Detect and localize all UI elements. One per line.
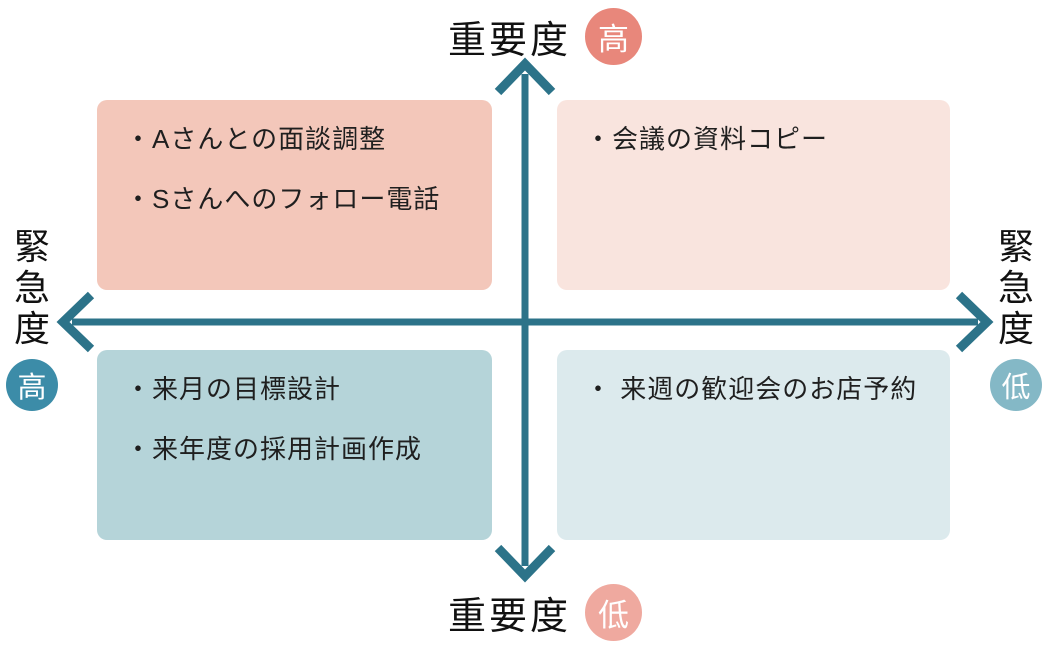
urgency-label: 緊急度 xyxy=(997,226,1034,349)
quadrant-important-urgent: ・Aさんとの面談調整 ・Sさんへのフォロー電話 xyxy=(97,100,492,290)
importance-high-badge: 高 xyxy=(585,8,643,65)
task-item: ・Sさんへのフォロー電話 xyxy=(125,184,441,214)
task-item: ・来年度の採用計画作成 xyxy=(125,434,423,464)
importance-label: 重要度 xyxy=(448,20,572,62)
arrow-left-icon xyxy=(56,291,95,353)
axis-label-importance-bottom: 重要度 低 xyxy=(448,584,643,641)
importance-low-badge: 低 xyxy=(585,584,643,641)
quadrant-not-important-urgent: ・来月の目標設計 ・来年度の採用計画作成 xyxy=(97,350,492,540)
quadrant-not-important-not-urgent: ・ 来週の歓迎会のお店予約 xyxy=(557,350,950,540)
urgency-high-badge: 高 xyxy=(6,359,58,411)
urgency-label: 緊急度 xyxy=(13,226,50,349)
task-item: ・来月の目標設計 xyxy=(125,374,342,404)
task-item: ・会議の資料コピー xyxy=(585,124,829,154)
task-item: ・ 来週の歓迎会のお店予約 xyxy=(585,374,918,404)
axis-label-urgency-right: 緊急度 低 xyxy=(990,226,1042,411)
arrow-up-icon xyxy=(494,57,556,96)
importance-label: 重要度 xyxy=(448,596,572,638)
quadrant-important-not-urgent: ・会議の資料コピー xyxy=(557,100,950,290)
axis-label-urgency-left: 緊急度 高 xyxy=(6,226,58,411)
task-item: ・Aさんとの面談調整 xyxy=(125,124,387,154)
urgency-low-badge: 低 xyxy=(990,359,1042,411)
axis-label-importance-top: 重要度 高 xyxy=(448,8,643,65)
arrow-down-icon xyxy=(494,544,556,583)
arrow-right-icon xyxy=(955,291,994,353)
